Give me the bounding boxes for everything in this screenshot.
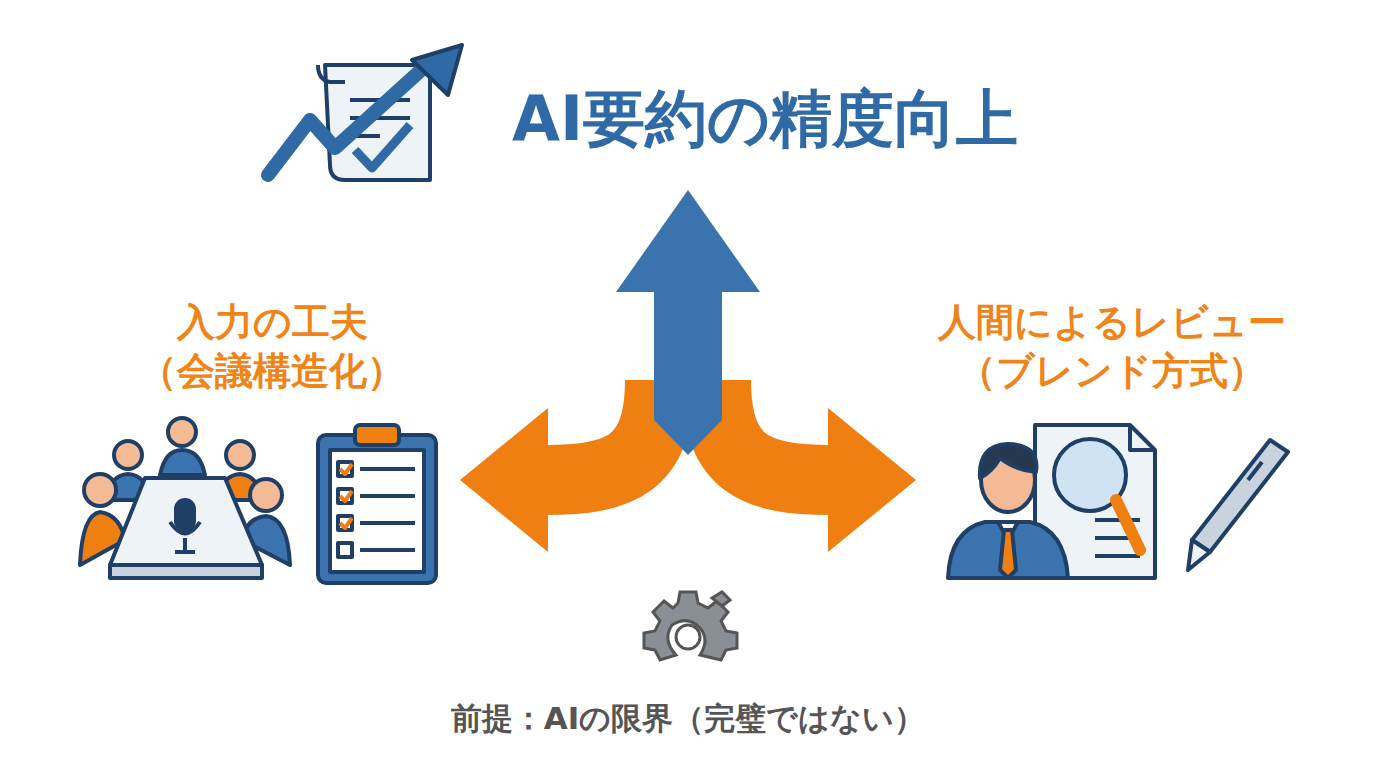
gear-icon: [644, 592, 737, 660]
checklist-icon: [318, 425, 436, 583]
meeting-icon: [80, 418, 290, 578]
branch-label: 人間によるレビュー （ブレンド方式）: [930, 298, 1294, 397]
report-icon: [268, 45, 462, 180]
pen-icon: [1188, 440, 1288, 570]
premise-note: 前提：AIの限界（完璧ではない）: [451, 698, 926, 738]
split-arrows: [460, 190, 916, 552]
branch-label: 入力の工夫 （会議構造化）: [122, 298, 422, 397]
diagram-title: AI要約の精度向上: [512, 82, 1018, 156]
reviewer-icon: [948, 425, 1155, 578]
